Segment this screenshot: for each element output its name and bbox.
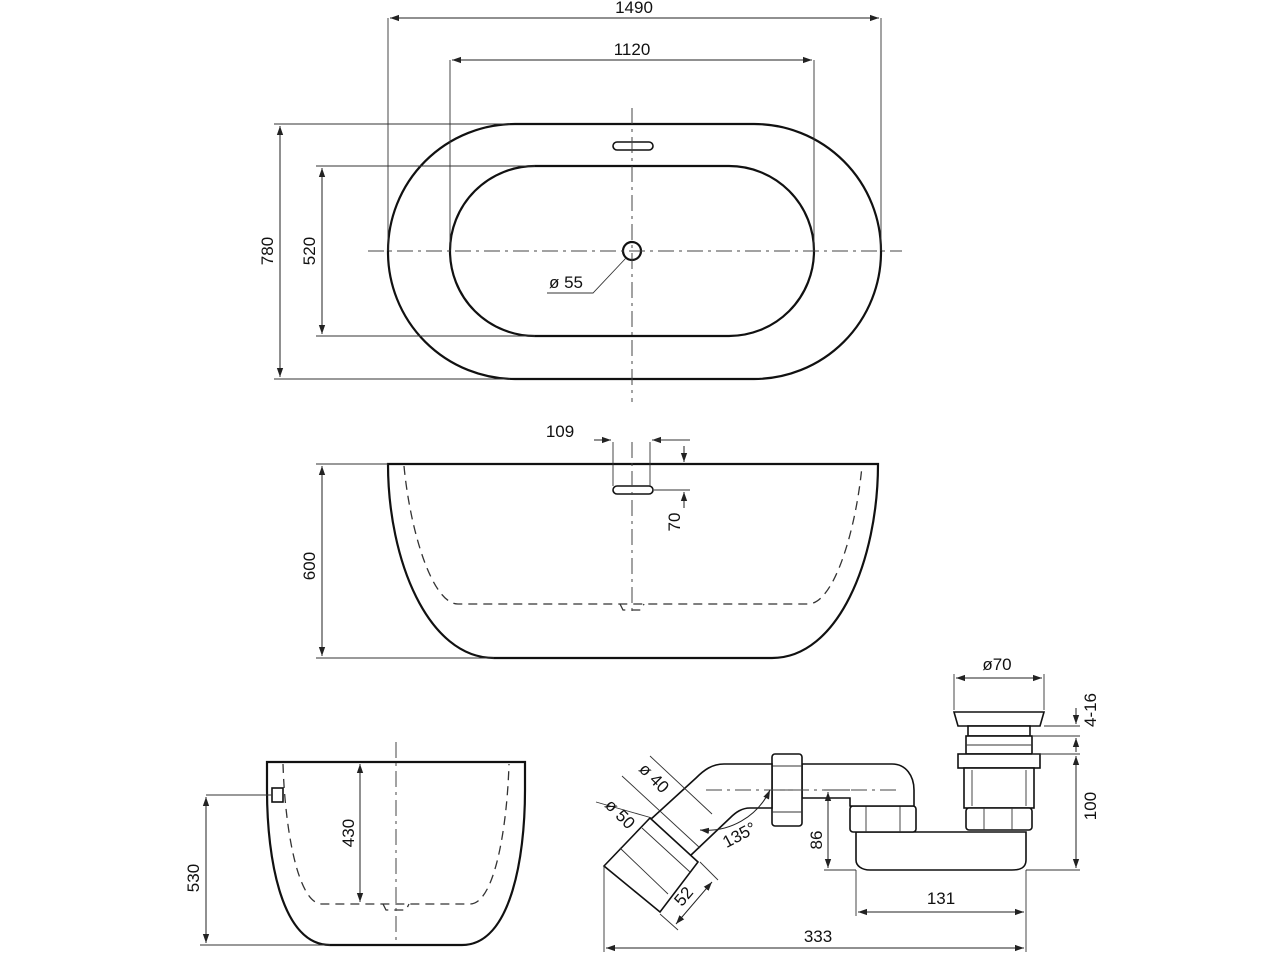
- dimension-angle: 135°: [719, 818, 759, 851]
- dimension-end-height: 530: [184, 864, 203, 892]
- dimension-width: 780: [258, 237, 277, 265]
- side-view: 109 70 600: [300, 422, 880, 660]
- drain-plug-cap: [952, 711, 1046, 727]
- outlet-coupling: [602, 816, 700, 914]
- dimension-inner-length: 1120: [614, 40, 651, 59]
- dimension-body-height: 100: [1081, 792, 1100, 820]
- dimension-drain-diameter: ø 55: [549, 273, 583, 292]
- tub-end-outline: [265, 760, 527, 947]
- tub-side-outline: [386, 462, 880, 660]
- dimension-height: 600: [300, 552, 319, 580]
- dimension-outlet-outer: ø 50: [601, 795, 638, 832]
- overflow-pipe: [801, 763, 915, 807]
- dimension-trap-width: 131: [927, 889, 955, 908]
- overflow-slot-side: [612, 485, 654, 495]
- end-view: 530 430: [184, 742, 527, 947]
- trap-connector: [849, 805, 917, 833]
- dimension-inner-width: 520: [300, 237, 319, 265]
- tub-side-inner-hidden: [403, 465, 863, 605]
- overflow-fitting-end: [271, 787, 284, 803]
- dimension-length: 1490: [615, 0, 653, 17]
- top-view: 1490 1120 780 520 ø 55: [258, 0, 902, 402]
- dimension-inner-depth: 430: [339, 819, 358, 847]
- dimension-plug-diameter: ø70: [982, 655, 1011, 674]
- dimension-overflow-height: 70: [665, 513, 684, 532]
- overflow-slot: [612, 141, 654, 151]
- tub-rim-outline: [386, 122, 883, 381]
- siphon-assembly: ø70 4-16 100 86 135° ø 40 ø 50 52: [595, 655, 1100, 952]
- dimension-outlet-inner: ø 40: [635, 759, 672, 796]
- plug-stem: [967, 725, 1031, 737]
- dimension-overflow-offset: 109: [546, 422, 574, 441]
- dimension-plug-gap: 4-16: [1081, 693, 1100, 727]
- trap-bowl: [855, 831, 1027, 871]
- dimension-total-length: 333: [804, 927, 832, 946]
- tub-end-inner-hidden: [282, 763, 510, 905]
- drain-body: [963, 767, 1035, 809]
- dimension-trap-height: 86: [807, 831, 826, 850]
